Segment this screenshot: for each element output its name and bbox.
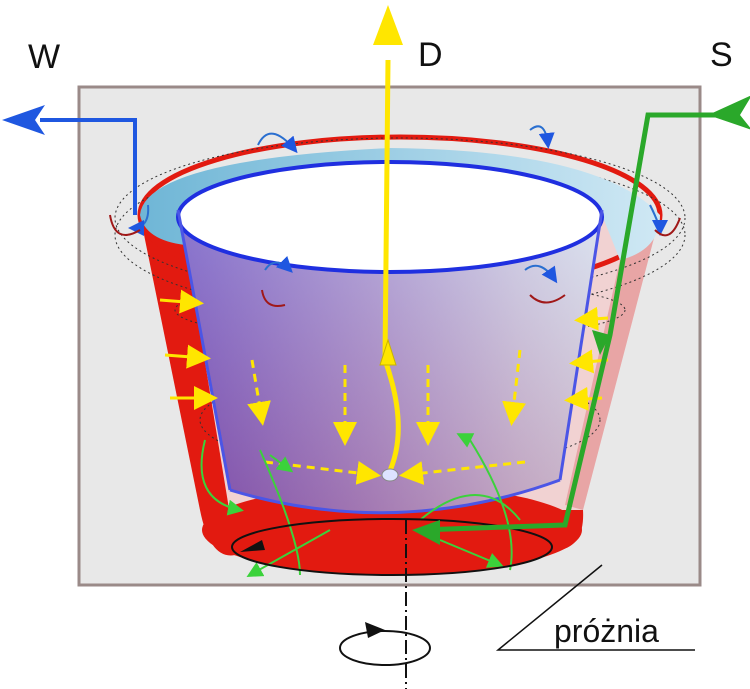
supply-arrow-icon	[708, 95, 750, 130]
outer-bowl-left-wall	[140, 215, 230, 515]
waste-path	[40, 118, 137, 215]
waste-arrow-icon	[2, 105, 45, 135]
condensate-collector	[381, 468, 399, 482]
inner-bowl-opening	[176, 160, 604, 274]
rotation-direction-ring	[231, 518, 553, 576]
label-waste: W	[28, 38, 60, 76]
rotation-arrow-icon	[240, 540, 265, 552]
distillate-arrow-icon	[373, 5, 403, 45]
label-supply: S	[710, 36, 733, 74]
distillate-path	[382, 59, 401, 477]
axis-rotation-arrow-icon	[365, 622, 385, 638]
vacuum-leader-line	[495, 564, 695, 651]
axis-rotation-indicator	[339, 630, 431, 666]
circulation-curls	[109, 125, 681, 307]
label-distillate: D	[418, 36, 443, 74]
label-vacuum: próżnia	[554, 613, 659, 649]
